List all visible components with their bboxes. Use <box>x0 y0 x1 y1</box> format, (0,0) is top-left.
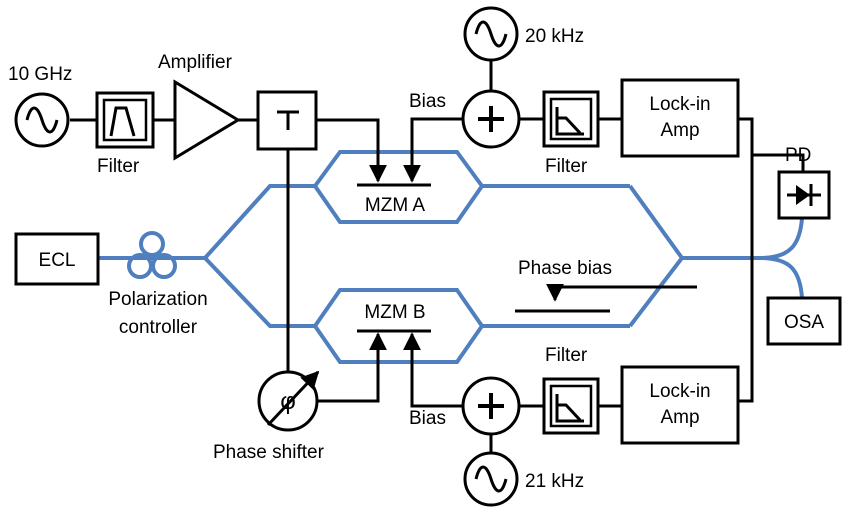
ecl-laser-box <box>14 232 100 286</box>
sine-wave-icon <box>474 465 508 493</box>
fiber-split-up <box>203 184 315 260</box>
label-polarization-2: controller <box>119 317 198 338</box>
plus-icon <box>478 106 504 132</box>
label-lockin-top-1: Lock-in <box>649 94 710 115</box>
sine-wave-icon <box>474 20 508 48</box>
fiber-to-osa <box>759 256 804 299</box>
wire-bias-top-to-mzm-a <box>403 117 462 183</box>
electrical-wires <box>70 60 805 455</box>
wire-tee-to-mzm-a <box>316 118 387 183</box>
summer-top <box>461 89 521 149</box>
optical-fiber-paths <box>98 150 804 364</box>
lowpass-filter-icon <box>555 394 584 423</box>
label-source-freq: 10 GHz <box>8 64 72 85</box>
label-mzm-a: MZM A <box>365 195 425 216</box>
label-bias-bottom: Bias <box>409 408 446 429</box>
lowpass-filter-icon <box>555 107 584 136</box>
wire-bias-bottom-to-mzm-b <box>403 332 462 408</box>
filter-bottom <box>542 377 600 435</box>
label-filter-top: Filter <box>545 156 588 177</box>
label-bias-top: Bias <box>409 91 446 112</box>
plus-icon <box>478 393 504 419</box>
label-lockin-bottom-1: Lock-in <box>649 381 710 402</box>
phi-symbol: φ <box>280 388 296 415</box>
lockin-amp-bottom <box>620 365 740 445</box>
label-osc-bottom-freq: 21 kHz <box>525 471 584 492</box>
label-osc-top-freq: 20 kHz <box>525 26 584 47</box>
filter-top <box>542 90 600 148</box>
label-phase-bias: Phase bias <box>518 258 612 279</box>
wire-phase-bias <box>546 283 697 302</box>
wire-phase-shifter-to-mzm-b <box>318 332 387 403</box>
bandpass-filter-icon <box>109 106 136 137</box>
variable-arrow-icon <box>266 370 320 427</box>
fiber-combiner <box>628 184 685 328</box>
lockin-amp-top <box>620 78 740 158</box>
phase-shifter <box>257 370 320 432</box>
tee-icon <box>277 110 299 130</box>
label-osa: OSA <box>784 312 824 333</box>
photodiode <box>777 170 831 220</box>
polarization-controller-icon <box>127 231 177 279</box>
fiber-to-pd <box>759 217 804 260</box>
label-lockin-bottom-2: Amp <box>660 407 699 428</box>
rf-filter <box>95 91 155 149</box>
wire-lockin-vertical <box>738 117 754 403</box>
oscillator-21khz <box>463 451 519 507</box>
rf-source-10ghz <box>14 92 70 148</box>
label-pd: PD <box>785 145 811 166</box>
summer-bottom <box>461 376 521 436</box>
osa-box <box>766 296 842 346</box>
label-amplifier: Amplifier <box>158 52 233 73</box>
bias-tee <box>256 90 318 151</box>
label-ecl: ECL <box>39 250 76 271</box>
fiber-split-down <box>203 256 315 328</box>
label-mzm-b: MZM B <box>364 302 425 323</box>
label-phase-shifter: Phase shifter <box>213 442 325 463</box>
oscillator-20khz <box>463 6 519 62</box>
label-filter-bottom: Filter <box>545 345 588 366</box>
wire-pd-to-lockins <box>752 153 805 172</box>
mzm-b-outline <box>312 288 485 364</box>
label-filter-rf: Filter <box>97 156 140 177</box>
sine-wave-icon <box>25 106 59 134</box>
label-lockin-top-2: Amp <box>660 120 699 141</box>
label-polarization-1: Polarization <box>108 289 207 310</box>
diode-icon <box>796 185 810 205</box>
amplifier-triangle <box>173 79 241 161</box>
